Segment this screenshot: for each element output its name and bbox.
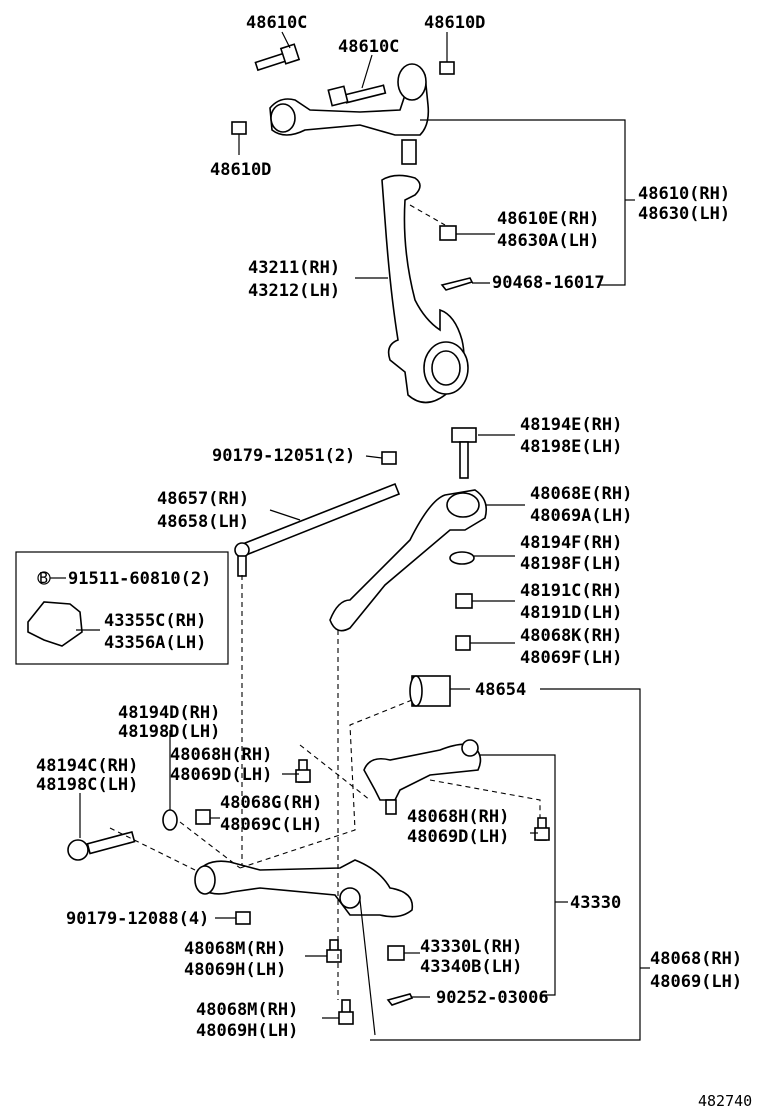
label-90252: 90252-03006 bbox=[436, 988, 549, 1008]
label-43355c-rh: 43355C(RH) bbox=[104, 611, 206, 631]
label-48069h-lh-1: 48069H(LH) bbox=[184, 960, 286, 980]
label-48068g-rh: 48068G(RH) bbox=[220, 793, 322, 813]
label-48630-lh: 48630(LH) bbox=[638, 204, 730, 224]
bolt-48068h-right bbox=[534, 817, 550, 841]
label-48068m-rh-2: 48068M(RH) bbox=[196, 1000, 298, 1020]
washer-48194f bbox=[449, 551, 475, 565]
cotter-pin-90252 bbox=[386, 993, 414, 1006]
label-48198e-lh: 48198E(LH) bbox=[520, 437, 622, 457]
label-48194f-rh: 48194F(RH) bbox=[520, 533, 622, 553]
label-48069a-lh: 48069A(LH) bbox=[530, 506, 632, 526]
label-43356a-lh: 43356A(LH) bbox=[104, 633, 206, 653]
nut-48610d-top bbox=[439, 61, 455, 75]
bolt-48610c-right bbox=[327, 84, 387, 107]
label-48198d-lh: 48198D(LH) bbox=[118, 722, 220, 742]
label-48610d-1: 48610D bbox=[424, 13, 485, 33]
label-48068k-rh: 48068K(RH) bbox=[520, 626, 622, 646]
label-43330l-rh: 43330L(RH) bbox=[420, 937, 522, 957]
label-48610c-1: 48610C bbox=[246, 13, 307, 33]
nut-48191c bbox=[455, 593, 473, 609]
label-48610c-2: 48610C bbox=[338, 37, 399, 57]
label-48068h-rh-1: 48068H(RH) bbox=[170, 745, 272, 765]
label-91511: 91511-60810(2) bbox=[68, 569, 211, 589]
label-48198f-lh: 48198F(LH) bbox=[520, 554, 622, 574]
label-48069d-lh-1: 48069D(LH) bbox=[170, 765, 272, 785]
label-48191d-lh: 48191D(LH) bbox=[520, 603, 622, 623]
label-48194e-rh: 48194E(RH) bbox=[520, 415, 622, 435]
label-90468: 90468-16017 bbox=[492, 273, 605, 293]
label-48610d-2: 48610D bbox=[210, 160, 271, 180]
label-48654: 48654 bbox=[475, 680, 526, 700]
nut-48610e bbox=[439, 225, 457, 241]
label-48069h-lh-2: 48069H(LH) bbox=[196, 1021, 298, 1041]
cotter-pin-90468 bbox=[440, 277, 474, 291]
bolt-48068h-left bbox=[295, 759, 311, 783]
bolt-48068m-2 bbox=[338, 999, 354, 1025]
label-43212-lh: 43212(LH) bbox=[248, 281, 340, 301]
label-48194d-rh: 48194D(RH) bbox=[118, 703, 220, 723]
nut-90179-12088 bbox=[235, 911, 251, 925]
nut-48068g bbox=[195, 809, 211, 825]
label-91511-mark: B bbox=[39, 569, 48, 587]
bushing-48654 bbox=[409, 675, 451, 707]
label-90179-12088: 90179-12088(4) bbox=[66, 909, 209, 929]
label-48069-lh: 48069(LH) bbox=[650, 972, 742, 992]
label-90179-12051: 90179-12051(2) bbox=[212, 446, 355, 466]
label-48068e-rh: 48068E(RH) bbox=[530, 484, 632, 504]
ball-joint-43330 bbox=[363, 739, 482, 815]
washer-48194d bbox=[162, 809, 178, 831]
stabilizer-link-48657 bbox=[234, 482, 401, 577]
strut-rod-48068e bbox=[329, 489, 488, 632]
bolt-48194c bbox=[67, 830, 136, 861]
lower-control-arm bbox=[194, 859, 414, 918]
label-48657-rh: 48657(RH) bbox=[157, 489, 249, 509]
label-48068-rh: 48068(RH) bbox=[650, 949, 742, 969]
label-48198c-lh: 48198C(LH) bbox=[36, 775, 138, 795]
label-48068m-rh-1: 48068M(RH) bbox=[184, 939, 286, 959]
label-48610e-rh: 48610E(RH) bbox=[497, 209, 599, 229]
steering-knuckle bbox=[381, 174, 469, 404]
reference-number: 482740 bbox=[698, 1092, 752, 1110]
upper-control-arm bbox=[269, 63, 430, 165]
nut-43330l bbox=[387, 945, 405, 961]
bolt-48068m-1 bbox=[326, 939, 342, 963]
label-48630a-lh: 48630A(LH) bbox=[497, 231, 599, 251]
label-43330: 43330 bbox=[570, 893, 621, 913]
label-43211-rh: 43211(RH) bbox=[248, 258, 340, 278]
inset-box bbox=[15, 551, 229, 665]
label-48658-lh: 48658(LH) bbox=[157, 512, 249, 532]
nut-48068k bbox=[455, 635, 471, 651]
label-48069f-lh: 48069F(LH) bbox=[520, 648, 622, 668]
label-48191c-rh: 48191C(RH) bbox=[520, 581, 622, 601]
label-48069d-lh-2: 48069D(LH) bbox=[407, 827, 509, 847]
bolt-48610c-left bbox=[254, 43, 301, 72]
label-48194c-rh: 48194C(RH) bbox=[36, 756, 138, 776]
bolt-48194e bbox=[451, 427, 477, 479]
label-48068h-rh-2: 48068H(RH) bbox=[407, 807, 509, 827]
label-48610-rh: 48610(RH) bbox=[638, 184, 730, 204]
label-48069c-lh: 48069C(LH) bbox=[220, 815, 322, 835]
nut-48610d-left bbox=[231, 121, 247, 135]
label-43340b-lh: 43340B(LH) bbox=[420, 957, 522, 977]
nut-90179-12051 bbox=[381, 451, 397, 465]
